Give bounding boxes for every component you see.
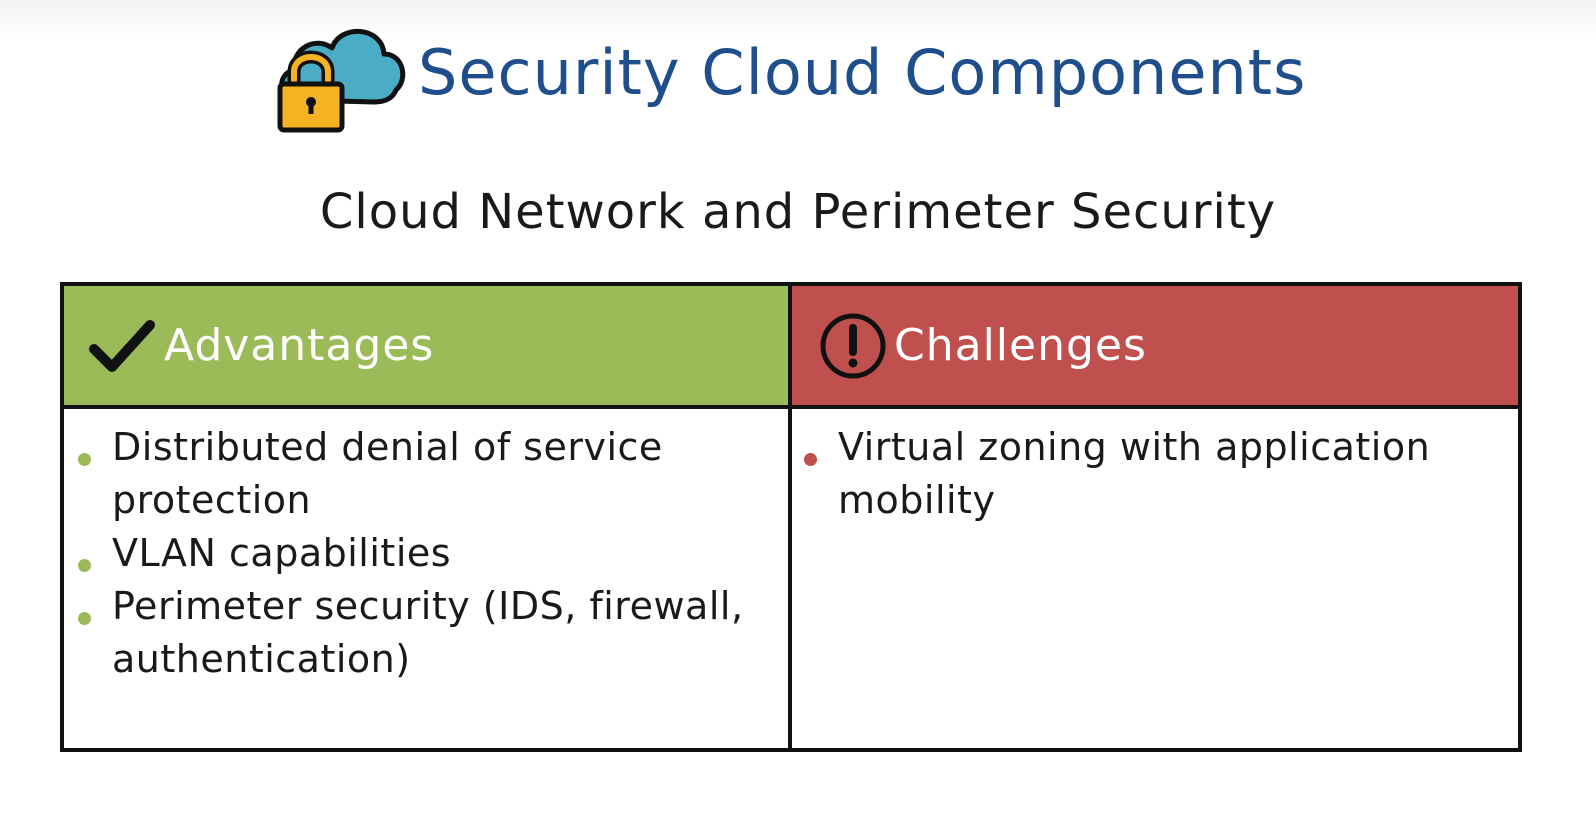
bullet-dot — [78, 453, 91, 466]
advantages-body: Distributed denial of service protection… — [64, 409, 788, 686]
bullet-dot — [78, 612, 91, 625]
list-item-text: Distributed denial of service protection — [112, 425, 663, 522]
comparison-table: Advantages Challenges Distributed denial… — [60, 282, 1522, 752]
challenges-body: Virtual zoning with application mobility — [792, 409, 1518, 527]
list-item: VLAN capabilities — [64, 527, 788, 580]
cloud-lock-icon — [277, 29, 406, 133]
checkmark-icon — [89, 319, 155, 372]
top-fade — [0, 0, 1596, 40]
advantages-list: Distributed denial of service protection… — [64, 421, 788, 686]
list-item-text: VLAN capabilities — [112, 531, 452, 575]
list-item: Virtual zoning with application mobility — [792, 421, 1518, 527]
list-item-text: Perimeter security (IDS, firewall, authe… — [112, 584, 744, 681]
advantages-label: Advantages — [164, 320, 435, 371]
page-subtitle: Cloud Network and Perimeter Security — [319, 184, 1277, 240]
list-item: Perimeter security (IDS, firewall, authe… — [64, 580, 788, 686]
list-item: Distributed denial of service protection — [64, 421, 788, 527]
list-item-text: Virtual zoning with application mobility — [838, 425, 1431, 522]
bullet-dot — [78, 559, 91, 572]
header: Security Cloud Components — [270, 18, 1306, 138]
page-title: Security Cloud Components — [418, 35, 1307, 109]
challenges-label: Challenges — [894, 320, 1147, 371]
challenges-header: Challenges — [792, 286, 1518, 405]
column-divider — [788, 286, 792, 748]
challenges-list: Virtual zoning with application mobility — [792, 421, 1518, 527]
advantages-header: Advantages — [64, 286, 788, 405]
bullet-dot — [804, 453, 817, 466]
exclamation-circle-icon — [820, 313, 886, 378]
